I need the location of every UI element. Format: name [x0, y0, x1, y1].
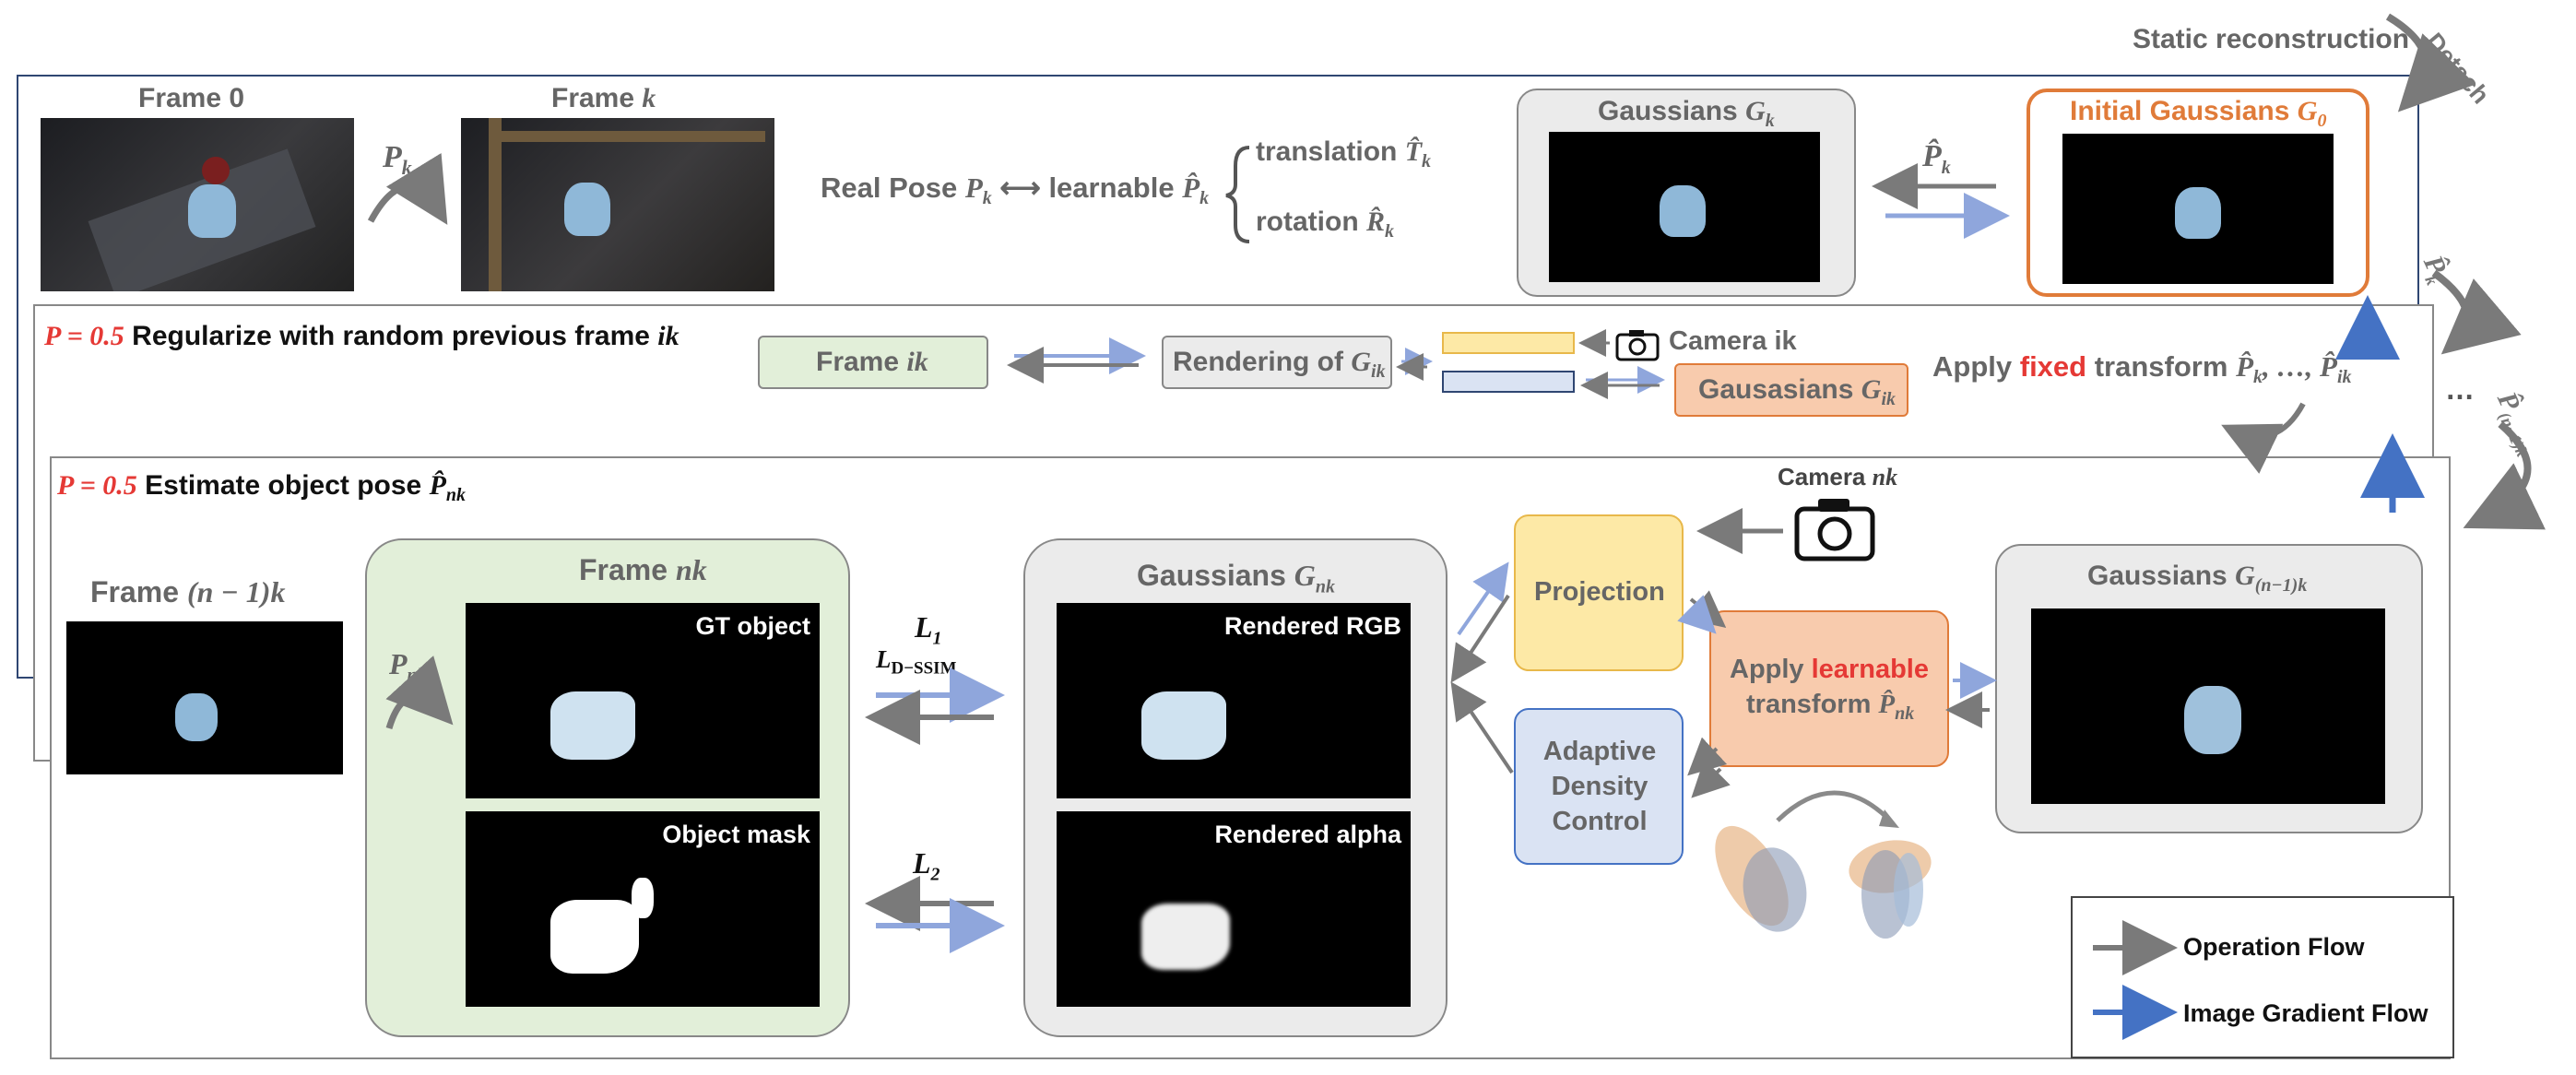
side-pk-label: P̂k — [2417, 251, 2452, 289]
rendering-ik-box — [1162, 336, 1392, 389]
apply-fixed-text: Apply fixed transform P̂k, …, P̂ik — [1932, 350, 2352, 388]
loss-dssim: LD−SSIM — [876, 645, 957, 679]
gaussians-ik-box — [1674, 363, 1908, 417]
gt-object-label: GT object — [695, 612, 810, 640]
rendered-rgb-label: Rendered RGB — [1223, 612, 1401, 640]
frame-k-title: Frame k — [551, 83, 656, 113]
legend-operation-label: Operation Flow — [2183, 933, 2365, 961]
loss-l1: L1 — [915, 610, 942, 649]
side-pn1k-label: P̂(n−1)k — [2491, 387, 2532, 460]
camera-ik-label: Camera ik — [1669, 326, 1797, 356]
pose-nk-label: Pnk — [389, 647, 427, 686]
apply-learnable-box[interactable] — [1709, 610, 1949, 767]
frame-k-image — [461, 118, 774, 291]
side-dots: … — [2445, 372, 2475, 406]
pose-k-label: Pk — [383, 140, 412, 179]
camera-nk-icon — [1794, 496, 1875, 562]
initial-gaussians-title: Initial Gaussians G0 — [2070, 96, 2327, 131]
rendering-ik-label: Rendering of Gik — [1173, 347, 1386, 382]
gaussians-n1k-image — [2031, 608, 2385, 804]
gaussians-n1k-title: Gaussians G(n−1)k — [2087, 561, 2308, 596]
apply-transform-text: transform P̂nk — [1746, 690, 1915, 724]
frame-n1k-title: Frame (n − 1)k — [90, 575, 286, 608]
gt-object-image: GT object — [466, 603, 820, 798]
gaussians-ik-label: Gausasians Gik — [1698, 374, 1897, 409]
frame-n1k-image — [66, 621, 343, 774]
gaussians-k-title: Gaussians Gk — [1598, 96, 1775, 131]
feature-bar-blue — [1442, 371, 1575, 393]
object-mask-image: Object mask — [466, 811, 820, 1007]
legend-box — [2071, 896, 2454, 1058]
translation-text: translation T̂k — [1256, 136, 1432, 171]
real-pose-text: Real Pose Pk ⟷ learnable P̂k — [821, 171, 1210, 209]
projection-box[interactable] — [1514, 514, 1684, 671]
static-reconstruction-title: Static reconstruction — [2133, 24, 2410, 54]
gaussian-ellipses-illustration — [1696, 774, 1964, 940]
frame-0-image — [41, 118, 354, 291]
frame-nk-title: Frame nk — [579, 553, 707, 586]
gaussians-k-image — [1549, 132, 1820, 282]
rendered-rgb-image: Rendered RGB — [1057, 603, 1411, 798]
legend-gradient-label: Image Gradient Flow — [2183, 999, 2428, 1027]
rendered-alpha-label: Rendered alpha — [1214, 821, 1401, 848]
camera-nk-label: Camera nk — [1778, 463, 1898, 490]
rotation-text: rotation R̂k — [1256, 207, 1395, 242]
top-pk-label: P̂k — [1922, 139, 1951, 178]
adaptive-density-box[interactable] — [1514, 708, 1684, 865]
projection-label: Projection — [1534, 577, 1665, 607]
frame-ik-box — [758, 336, 988, 389]
adaptive-density-label: Adaptive Density Control — [1542, 737, 1657, 836]
gaussians-nk-title: Gaussians Gnk — [1137, 559, 1335, 597]
feature-bar-yellow — [1442, 332, 1575, 354]
camera-ik-icon — [1615, 328, 1660, 361]
initial-gaussians-image — [2062, 134, 2334, 284]
rendered-alpha-image: Rendered alpha — [1057, 811, 1411, 1007]
apply-learnable-text: Apply learnable — [1730, 655, 1929, 684]
mid-panel-title: P = 0.5 Regularize with random previous … — [44, 321, 679, 351]
detach-label: Detach — [2420, 28, 2495, 110]
frame-0-title: Frame 0 — [138, 83, 245, 113]
loss-l2: L2 — [913, 846, 940, 885]
bottom-panel-title: P = 0.5 Estimate object pose P̂nk — [57, 470, 467, 505]
side-curl-1 — [2431, 269, 2522, 355]
object-mask-label: Object mask — [662, 821, 810, 848]
frame-ik-label: Frame ik — [816, 347, 928, 377]
